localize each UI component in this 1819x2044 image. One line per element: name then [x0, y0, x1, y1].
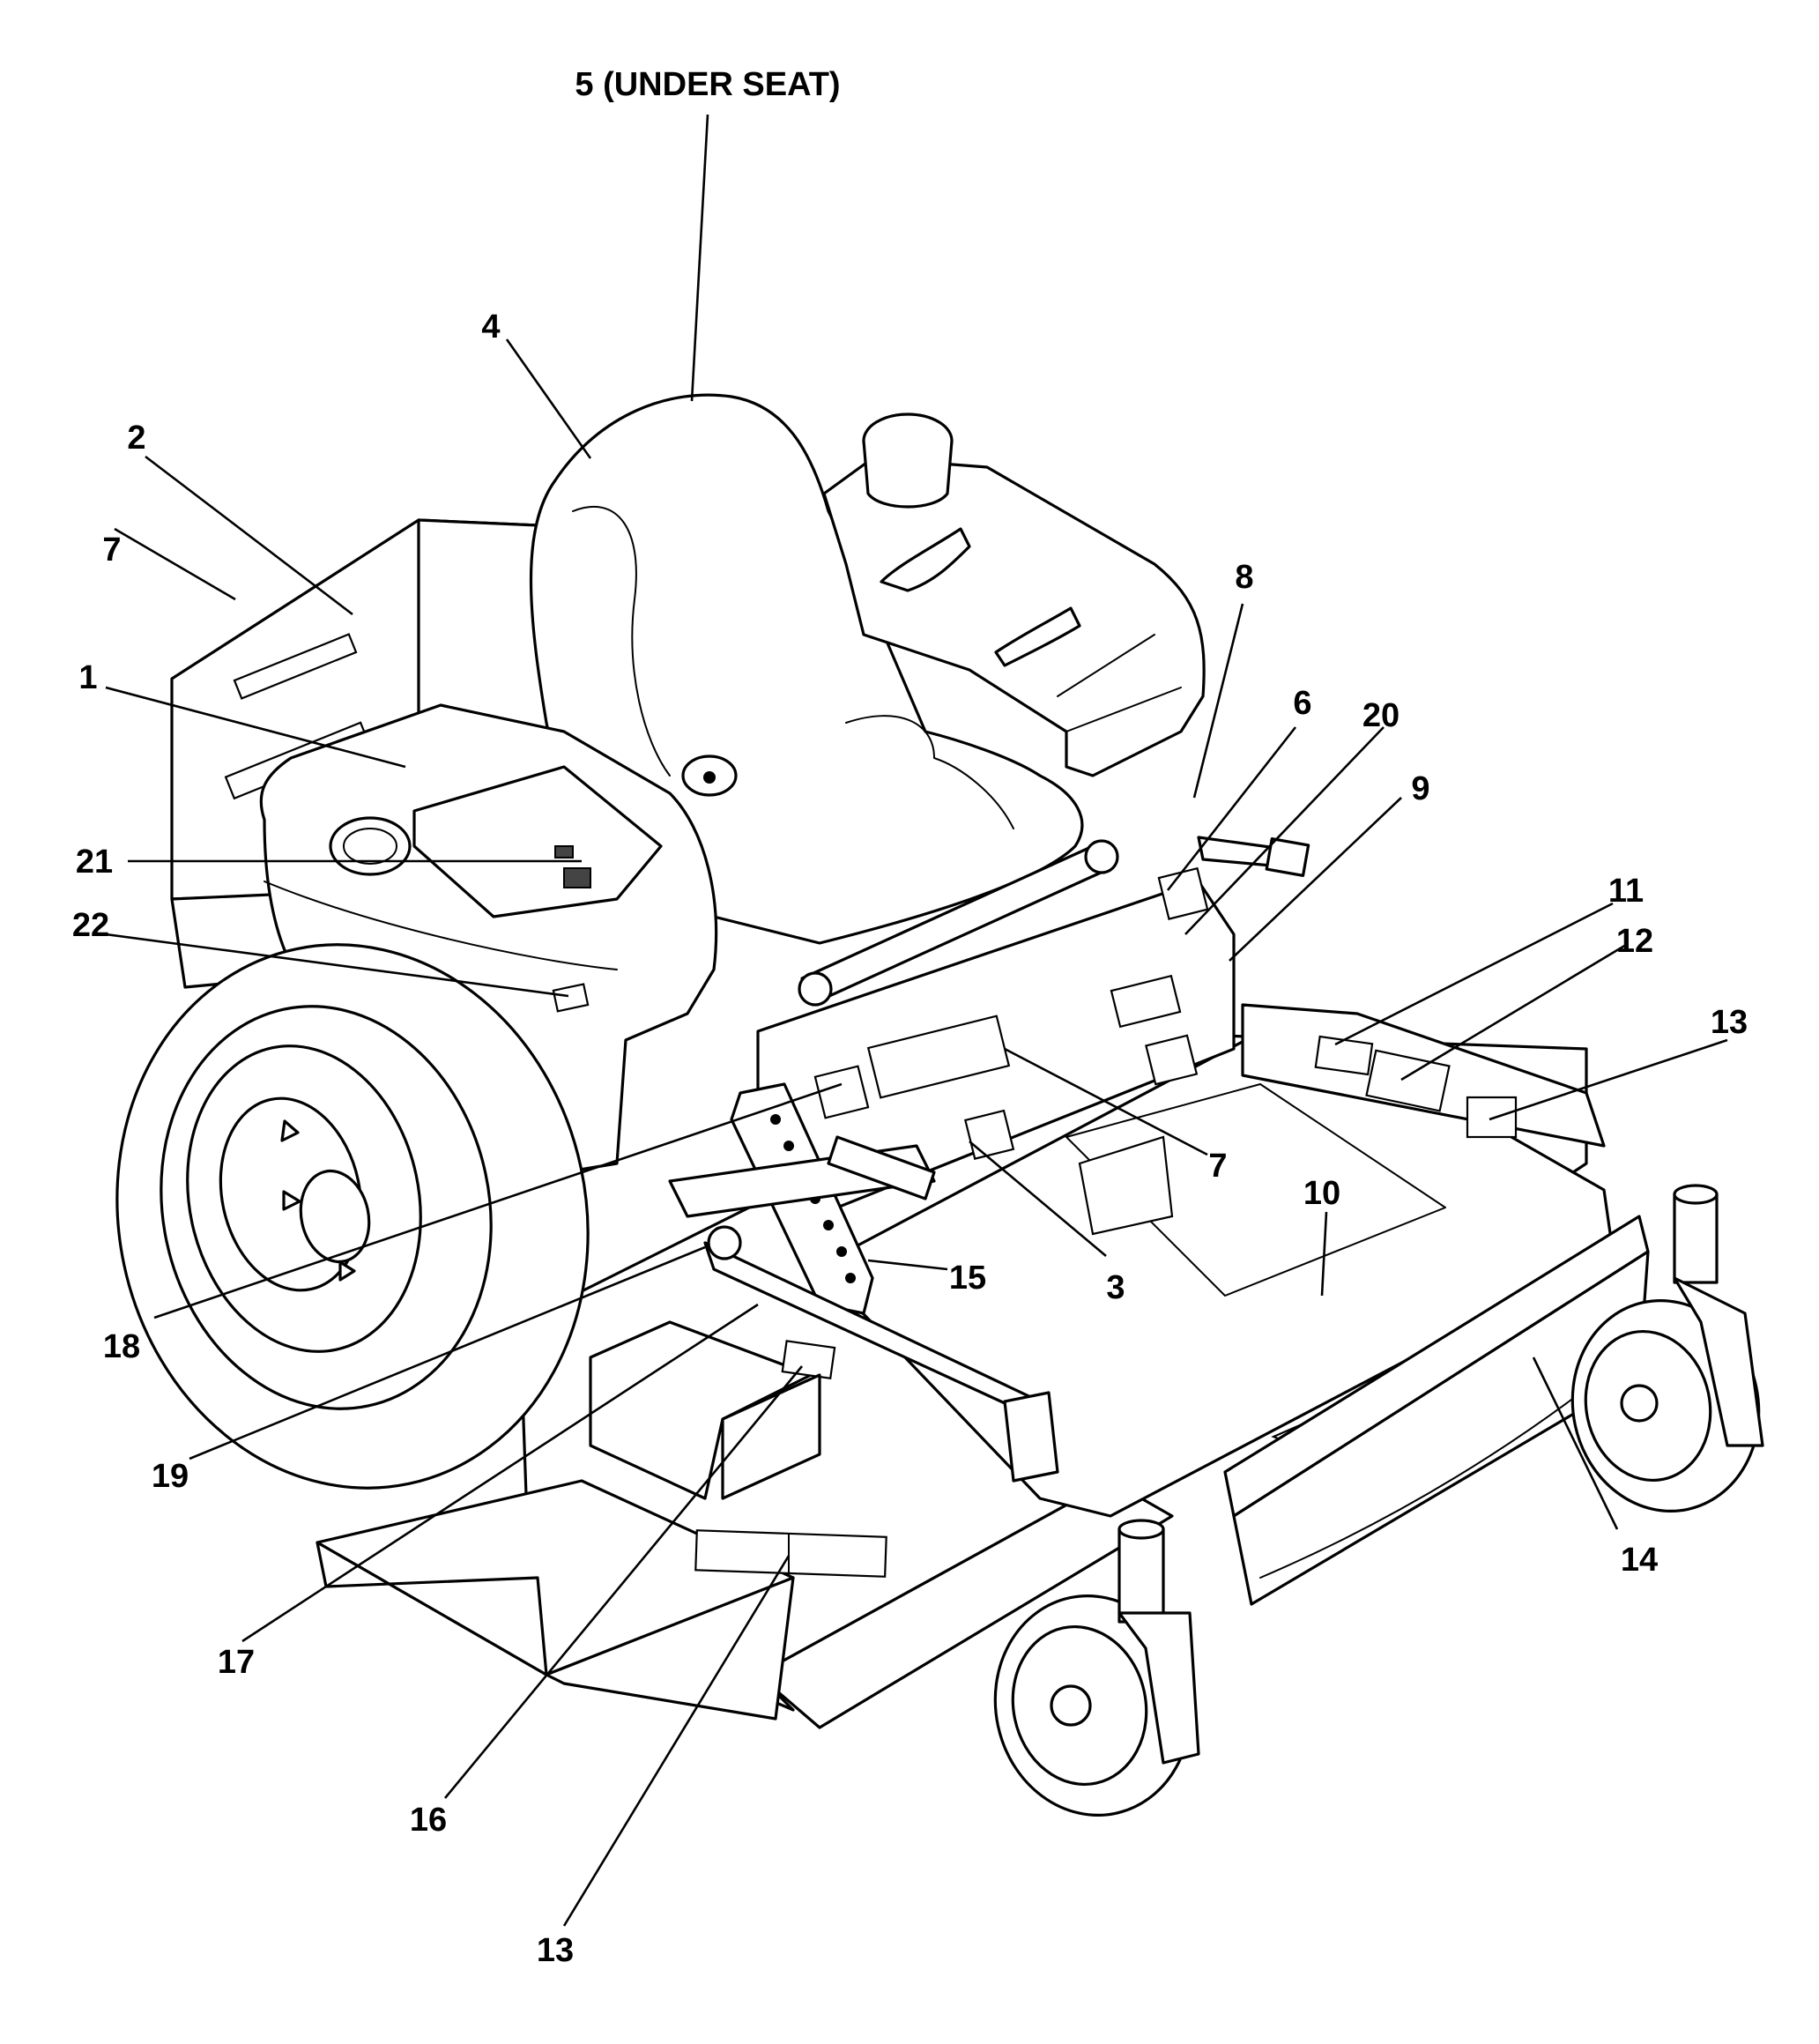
callout-18: 18: [103, 1328, 140, 1365]
left-rear-tire: [115, 943, 590, 1490]
callout-5: 5 (UNDER SEAT): [575, 66, 840, 103]
discharge-chute: [316, 1479, 795, 1721]
callout-9: 9: [1411, 770, 1429, 807]
callout-4: 4: [481, 308, 500, 346]
callout-20: 20: [1362, 697, 1400, 734]
callout-21: 21: [76, 844, 113, 881]
mower-illustration: [115, 393, 1764, 1817]
callout-6: 6: [1293, 685, 1311, 722]
callout-13-lower: 13: [537, 1932, 574, 1969]
callout-8: 8: [1235, 559, 1253, 596]
callout-7: 7: [102, 531, 121, 569]
callout-3: 3: [1106, 1269, 1125, 1306]
callout-17: 17: [218, 1644, 255, 1681]
callout-1: 1: [78, 659, 97, 696]
callout-11: 11: [1608, 873, 1644, 910]
seat-roller: [798, 839, 1119, 1007]
callout-22: 22: [72, 907, 109, 944]
callout-16: 16: [410, 1802, 447, 1839]
callout-15: 15: [949, 1260, 986, 1297]
left-front-caster: [993, 1519, 1200, 1817]
left-fuel-tank: [259, 703, 718, 1174]
deck-shroud: [589, 1320, 836, 1500]
right-fuel-tank: [822, 413, 1206, 777]
callout-14: 14: [1621, 1542, 1658, 1579]
right-front-caster: [1570, 1184, 1764, 1513]
lift-rod: [703, 1225, 1059, 1483]
callout-7-lower: 7: [1208, 1148, 1227, 1185]
height-adjust-plate: [668, 1082, 936, 1315]
callout-labels: 5 (UNDER SEAT) 4 2 7 1 21 22 8 6 20 9 11…: [72, 66, 1748, 1969]
leader-lines: [105, 114, 1728, 1927]
callout-13-upper: 13: [1711, 1004, 1748, 1041]
callout-10: 10: [1303, 1175, 1340, 1212]
callout-19: 19: [152, 1458, 189, 1495]
deck-warning-decal: [694, 1529, 887, 1578]
callout-2: 2: [127, 420, 145, 457]
callout-12: 12: [1616, 923, 1653, 960]
control-lever: [1197, 836, 1310, 877]
seat-pedestal: [756, 866, 1236, 1227]
